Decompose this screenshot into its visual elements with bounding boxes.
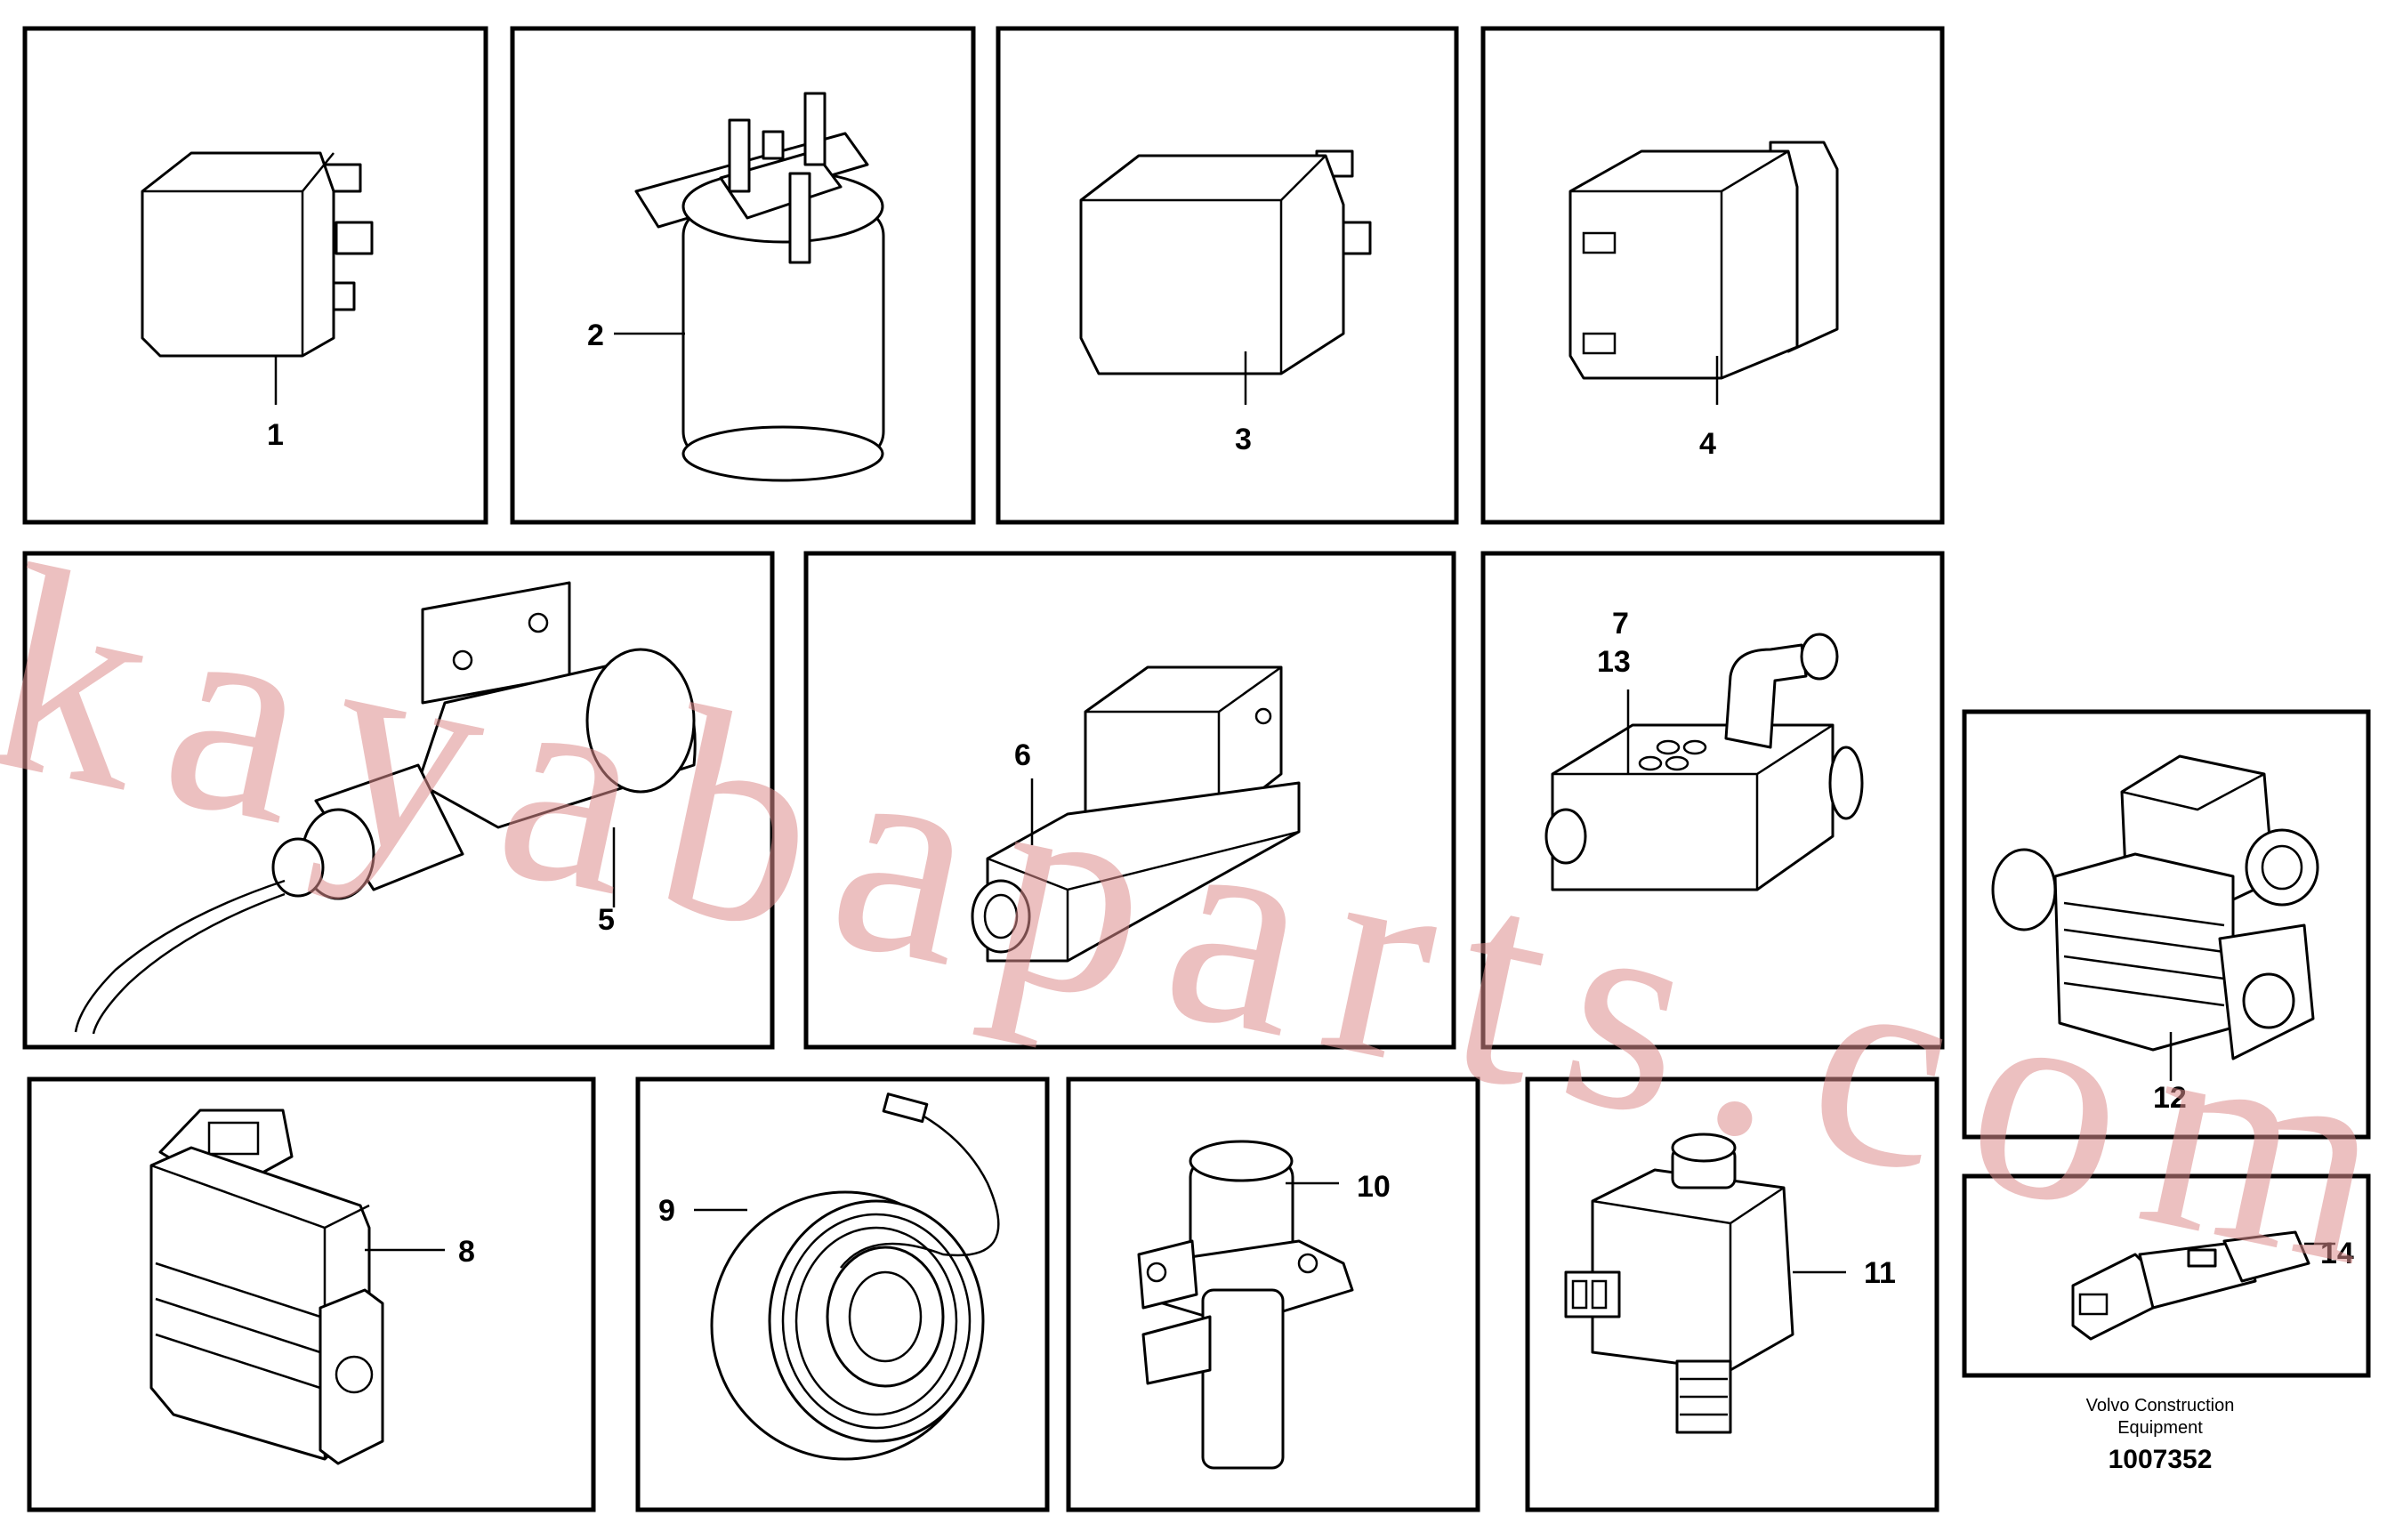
panel-2-frame	[510, 26, 976, 525]
callout-13: 13	[1597, 645, 1631, 679]
callout-14: 14	[2320, 1237, 2354, 1270]
panel-12-frame	[1962, 709, 2371, 1140]
solenoid-valve-11-drawing	[1564, 1133, 1846, 1434]
coil-module-8-drawing	[149, 1109, 445, 1465]
panel-14-frame	[1962, 1173, 2371, 1378]
panel-5-frame	[22, 551, 775, 1050]
panel-10-frame	[1066, 1076, 1480, 1512]
panel-4-frame	[1480, 26, 1945, 525]
callout-12: 12	[2153, 1081, 2187, 1115]
panel-11-frame	[1525, 1076, 1939, 1512]
valve-7-13-drawing	[1544, 633, 1864, 891]
callout-9: 9	[658, 1194, 675, 1228]
callout-10: 10	[1357, 1170, 1391, 1204]
callout-1: 1	[267, 418, 284, 452]
panel-3-frame	[996, 26, 1459, 525]
callout-7: 7	[1612, 607, 1629, 641]
relay-2-drawing	[614, 92, 885, 482]
valve-10-drawing	[1137, 1140, 1354, 1470]
pressure-switch-6-drawing	[971, 665, 1301, 963]
relay-1-drawing	[141, 151, 374, 405]
callout-3: 3	[1235, 423, 1252, 456]
panel-8-frame	[27, 1076, 596, 1512]
valve-12-drawing	[1991, 754, 2319, 1081]
caption-line-1: Volvo Construction	[2085, 1396, 2235, 1415]
panel-1-frame	[22, 26, 488, 525]
drawing-number: 1007352	[2108, 1445, 2213, 1474]
caption-line-2: Equipment	[2117, 1418, 2203, 1438]
manufacturer-caption: Volvo Construction Equipment	[1982, 1395, 2338, 1439]
panel-9-frame	[635, 1076, 1050, 1512]
callout-11: 11	[1864, 1256, 1896, 1290]
control-unit-4-drawing	[1568, 141, 1839, 405]
callout-8: 8	[458, 1235, 475, 1269]
callout-6: 6	[1014, 738, 1031, 772]
panel-6-frame	[803, 551, 1456, 1050]
panel-7-frame	[1480, 551, 1945, 1050]
relay-3-drawing	[1079, 149, 1372, 405]
sensor-5-drawing	[74, 581, 697, 1035]
sensor-14-drawing	[2071, 1230, 2335, 1341]
callout-4: 4	[1699, 427, 1716, 461]
callout-2: 2	[587, 318, 604, 352]
callout-5: 5	[598, 903, 615, 937]
clutch-pulley-9-drawing	[694, 1093, 1000, 1461]
